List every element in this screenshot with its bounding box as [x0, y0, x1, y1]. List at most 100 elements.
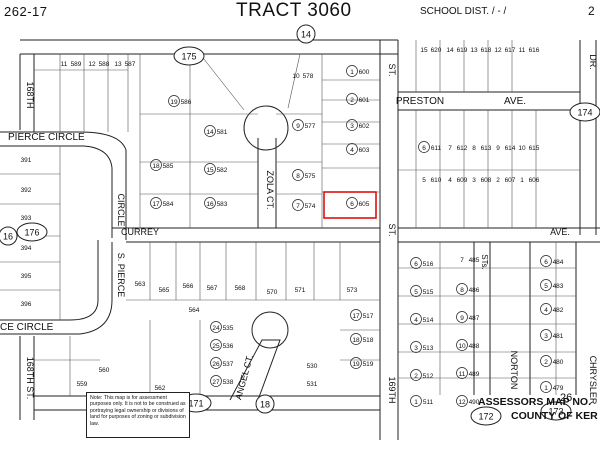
- parcel[interactable]: 394: [21, 245, 32, 252]
- parcel[interactable]: 391: [21, 157, 32, 164]
- parcel[interactable]: 393: [21, 215, 32, 222]
- parcel[interactable]: 530: [307, 363, 318, 370]
- parcel[interactable]: 567: [207, 285, 218, 292]
- lot-number: 5: [544, 283, 548, 290]
- map-reference-circle[interactable]: [540, 401, 572, 421]
- lot-number: 15: [206, 167, 214, 174]
- highlighted-parcel[interactable]: [323, 191, 377, 219]
- map-reference-circle[interactable]: [569, 102, 600, 122]
- map-reference-circle[interactable]: [16, 222, 48, 242]
- parcel[interactable]: 531: [307, 381, 318, 388]
- parcel[interactable]: 563: [135, 281, 146, 288]
- parcel[interactable]: 573: [347, 287, 358, 294]
- parcel[interactable]: 566: [183, 283, 194, 290]
- parcel[interactable]: 565: [159, 287, 170, 294]
- parcel[interactable]: 562: [155, 385, 166, 392]
- map-reference-circle[interactable]: [173, 46, 205, 66]
- parcel[interactable]: 395: [21, 273, 32, 280]
- lot-number: 9: [460, 315, 464, 322]
- map-reference-circle[interactable]: [470, 406, 502, 426]
- lot-number: 8: [296, 173, 300, 180]
- parcel[interactable]: 396: [21, 301, 32, 308]
- lot-circle: [418, 141, 430, 153]
- map-reference-circle[interactable]: [0, 226, 18, 246]
- parcel[interactable]: 392: [21, 187, 32, 194]
- parcel-apn: 581: [217, 129, 228, 136]
- parcel-apn: 585: [163, 163, 174, 170]
- lot-number: 1: [520, 177, 524, 184]
- parcel[interactable]: 559: [77, 381, 88, 388]
- parcel[interactable]: 568: [235, 285, 246, 292]
- parcel-apn: 616: [529, 47, 540, 54]
- map-reference-circle[interactable]: [296, 24, 316, 44]
- parcel-apn: 482: [553, 307, 564, 314]
- parcel[interactable]: 571: [295, 287, 306, 294]
- map-reference-circle[interactable]: [255, 394, 275, 414]
- lot-number: 7: [296, 203, 300, 210]
- parcel[interactable]: 560: [99, 367, 110, 374]
- parcel[interactable]: 570: [267, 289, 278, 296]
- parcel-apn: 582: [217, 167, 228, 174]
- parcel[interactable]: 564: [189, 307, 200, 314]
- parcel-apn: 564: [189, 307, 200, 314]
